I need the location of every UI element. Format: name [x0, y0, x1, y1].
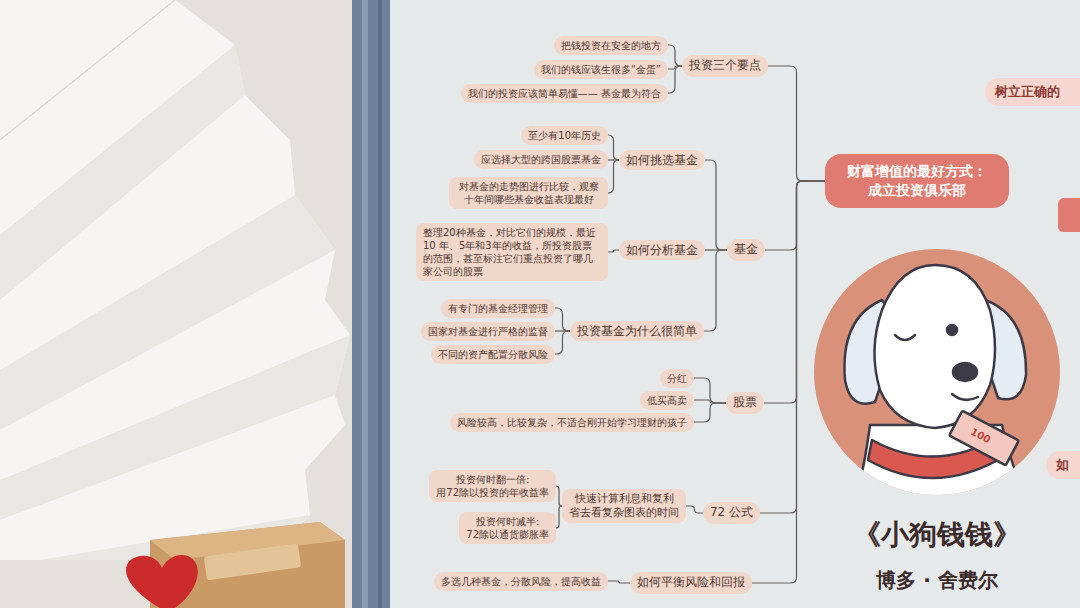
topic-text: 我们的钱应该生很多“金蛋” [541, 63, 661, 76]
topic-text: 有专门的基金经理管理 [448, 302, 548, 315]
topic-text: 股票 [733, 395, 757, 411]
branch-line [704, 250, 727, 331]
branch-line [608, 160, 619, 193]
book-edge-stripe [362, 0, 368, 608]
topic-pill: 风险较高，比较复杂，不适合刚开始学习理财的孩子 [450, 413, 694, 432]
topic-pill: 我们的钱应该生很多“金蛋” [534, 60, 668, 79]
topic-text: 我们的投资应该简单易懂—— 基金最为符合 [468, 87, 661, 100]
topic-pill: 把钱投资在安全的地方 [554, 36, 668, 55]
topic-text: 基金 [734, 242, 758, 258]
topic-pill: 如何平衡风险和回报 [630, 572, 752, 594]
dog-illustration [844, 265, 1035, 520]
topic-text: 不同的资产配置分散风险 [438, 348, 548, 361]
topic-text: 多选几种基金，分散风险，提高收益 [441, 575, 601, 588]
topic-pill: 投资何时翻一倍: 用72除以投资的年收益率 [429, 470, 556, 502]
branch-line [765, 181, 825, 250]
topic-text: 低买高卖 [647, 394, 687, 407]
topic-pill: 投资三个要点 [682, 55, 768, 77]
topic-text: 至少有10年历史 [528, 129, 601, 142]
branch-line [705, 160, 727, 250]
branch-line [686, 506, 703, 513]
side-topic: 如 [1046, 451, 1080, 480]
red-heart [126, 555, 198, 608]
branch-line [752, 181, 825, 583]
branch-line [668, 66, 682, 93]
topic-pill: 72 公式 [703, 502, 760, 524]
branch-line [694, 378, 726, 403]
topic-text: 如何平衡风险和回报 [637, 575, 745, 591]
topic-pill: 整理20种基金，对比它们的规模，最近 10 年、5年和3年的收益，所投资股票 的… [416, 223, 608, 281]
topic-text: 投资何时减半: 72除以通货膨胀率 [466, 515, 549, 541]
topic-pill: 应选择大型的跨国股票基金 [474, 150, 608, 169]
topic-text: 分红 [667, 372, 687, 385]
dog-eye [947, 325, 957, 335]
dog-head [874, 265, 995, 428]
topic-text: 投资基金为什么很简单 [577, 324, 697, 339]
topic-text: 快速计算利息和复利 省去看复杂图表的时间 [569, 492, 679, 519]
topic-pill: 我们的投资应该简单易懂—— 基金最为符合 [461, 84, 668, 103]
portrait-circle [814, 249, 1060, 495]
branch-line [608, 135, 619, 160]
topic-text: 整理20种基金，对比它们的规模，最近 10 年、5年和3年的收益，所投资股票 的… [423, 226, 601, 278]
topic-pill: 分红 [660, 369, 694, 388]
topic-pill: 如何分析基金 [619, 240, 705, 261]
lamp-shade [0, 0, 350, 560]
branch-line [760, 181, 825, 513]
lamp-pleat [0, 335, 350, 520]
branch-line [555, 308, 570, 331]
branch-line [608, 581, 630, 583]
topic-text: 如何分析基金 [626, 243, 698, 258]
author-name: 博多 · 舍费尔 [822, 568, 1052, 592]
wooden-stand [126, 522, 345, 608]
topic-pill: 投资基金为什么很简单 [570, 321, 704, 342]
topic-pill: 不同的资产配置分散风险 [431, 345, 555, 364]
topic-text: 投资何时翻一倍: 用72除以投资的年收益率 [436, 473, 549, 499]
topic-text: 投资三个要点 [689, 58, 761, 74]
topic-pill: 国家对基金进行严格的监督 [421, 322, 555, 341]
topic-pill: 有专门的基金经理管理 [441, 299, 555, 318]
branch-line [764, 181, 825, 403]
cut-off-pill [1058, 198, 1080, 232]
topic-text: 财富增值的最好方式： 成立投资俱乐部 [847, 162, 987, 200]
topic-text: 国家对基金进行严格的监督 [428, 325, 548, 338]
topic-pill: 多选几种基金，分散风险，提高收益 [434, 572, 608, 591]
book-edge-stripe [378, 0, 382, 608]
dog-eye-wink [895, 335, 915, 340]
book-title: 《小狗钱钱》 [822, 518, 1052, 552]
side-topic: 树立正确的 [985, 78, 1080, 107]
topic-pill: 对基金的走势图进行比较，观察 十年间哪些基金收益表现最好 [449, 177, 608, 209]
topic-text: 树立正确的 [995, 84, 1070, 101]
topic-pill: 至少有10年历史 [521, 126, 608, 145]
topic-text: 对基金的走势图进行比较，观察 十年间哪些基金收益表现最好 [456, 180, 601, 206]
topic-text: 如何挑选基金 [626, 153, 698, 168]
topic-text: 风险较高，比较复杂，不适合刚开始学习理财的孩子 [457, 416, 687, 429]
wooden-clip [204, 543, 301, 580]
topic-text: 如 [1056, 457, 1070, 474]
branch-line [768, 66, 825, 181]
topic-pill: 低买高卖 [640, 391, 694, 410]
dog-nose [953, 363, 977, 381]
topic-text: 把钱投资在安全的地方 [561, 39, 661, 52]
topic-text: 72 公式 [710, 505, 753, 521]
topic-text: 应选择大型的跨国股票基金 [481, 153, 601, 166]
topic-pill: 投资何时减半: 72除以通货膨胀率 [459, 512, 556, 544]
banknote [949, 411, 1019, 466]
branch-line [668, 45, 682, 66]
dog-mouth [952, 394, 978, 400]
topic-pill: 如何挑选基金 [619, 150, 705, 171]
book-edge [352, 0, 390, 608]
topic-pill: 快速计算利息和复利 省去看复杂图表的时间 [562, 489, 686, 522]
lamp-fold [0, 0, 175, 140]
branch-line [555, 331, 570, 354]
topic-pill: 基金 [727, 239, 765, 261]
central-topic: 财富增值的最好方式： 成立投资俱乐部 [825, 154, 1009, 208]
lamp [0, 0, 350, 560]
branch-line [608, 250, 619, 252]
branch-line [694, 403, 726, 422]
topic-pill: 股票 [726, 392, 764, 414]
book-cover [388, 0, 1080, 608]
